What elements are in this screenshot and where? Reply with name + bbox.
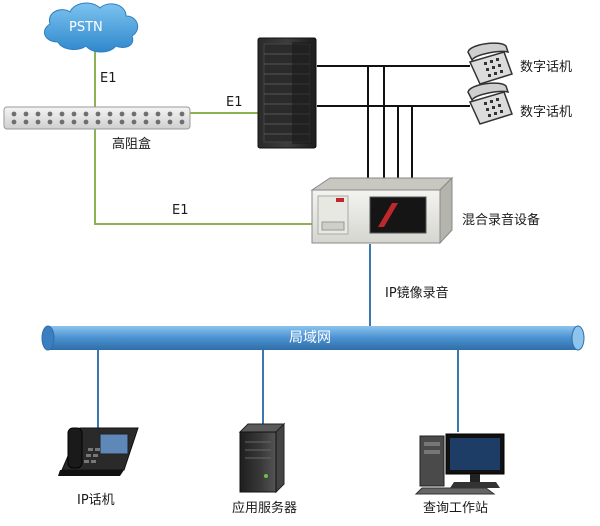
digital-phone-2-icon [467,82,513,125]
e1-label-box-to-switch: E1 [226,95,243,110]
pstn-cloud-icon [43,2,139,53]
high-impedance-box-label: 高阻盒 [112,137,152,152]
lan-pipe [41,325,585,351]
ip-phone-icon [58,427,139,476]
e1-lines [94,50,312,225]
query-workstation-icon [414,433,505,495]
hybrid-recorder-label: 混合录音设备 [462,213,541,228]
application-server-label: 应用服务器 [232,501,298,516]
ip-mirror-recording-label: IP镜像录音 [385,286,449,301]
data-lines [97,244,459,432]
application-server-icon [238,422,286,494]
digital-phone-1-label: 数字话机 [520,60,573,75]
switch-rack-icon [257,37,317,149]
high-impedance-box-icon [3,106,191,130]
e1-label-box-to-recorder: E1 [172,203,189,218]
digital-phone-1-icon [467,42,513,85]
digital-phone-2-label: 数字话机 [520,105,573,120]
lan-label: 局域网 [289,330,331,346]
phone-lines [317,65,470,180]
ip-phone-label: IP话机 [77,493,115,508]
pstn-label: PSTN [69,20,103,35]
line-box-to-recorder [94,128,312,225]
e1-label-pstn-to-box: E1 [100,71,117,86]
query-workstation-label: 查询工作站 [423,501,489,516]
hybrid-recorder-icon [310,176,454,245]
